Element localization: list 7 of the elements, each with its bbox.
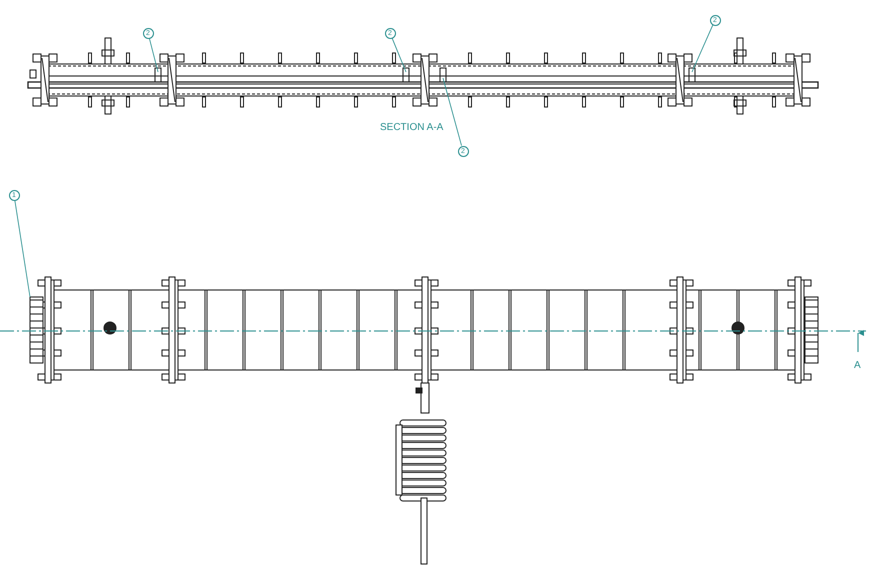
leader-line (392, 38, 406, 72)
leader-line (148, 38, 158, 72)
leader-line (14, 200, 30, 298)
section-title: SECTION A-A (380, 122, 444, 133)
leader-line (692, 24, 714, 72)
leader-line (442, 78, 462, 146)
section-label: A (854, 360, 861, 371)
